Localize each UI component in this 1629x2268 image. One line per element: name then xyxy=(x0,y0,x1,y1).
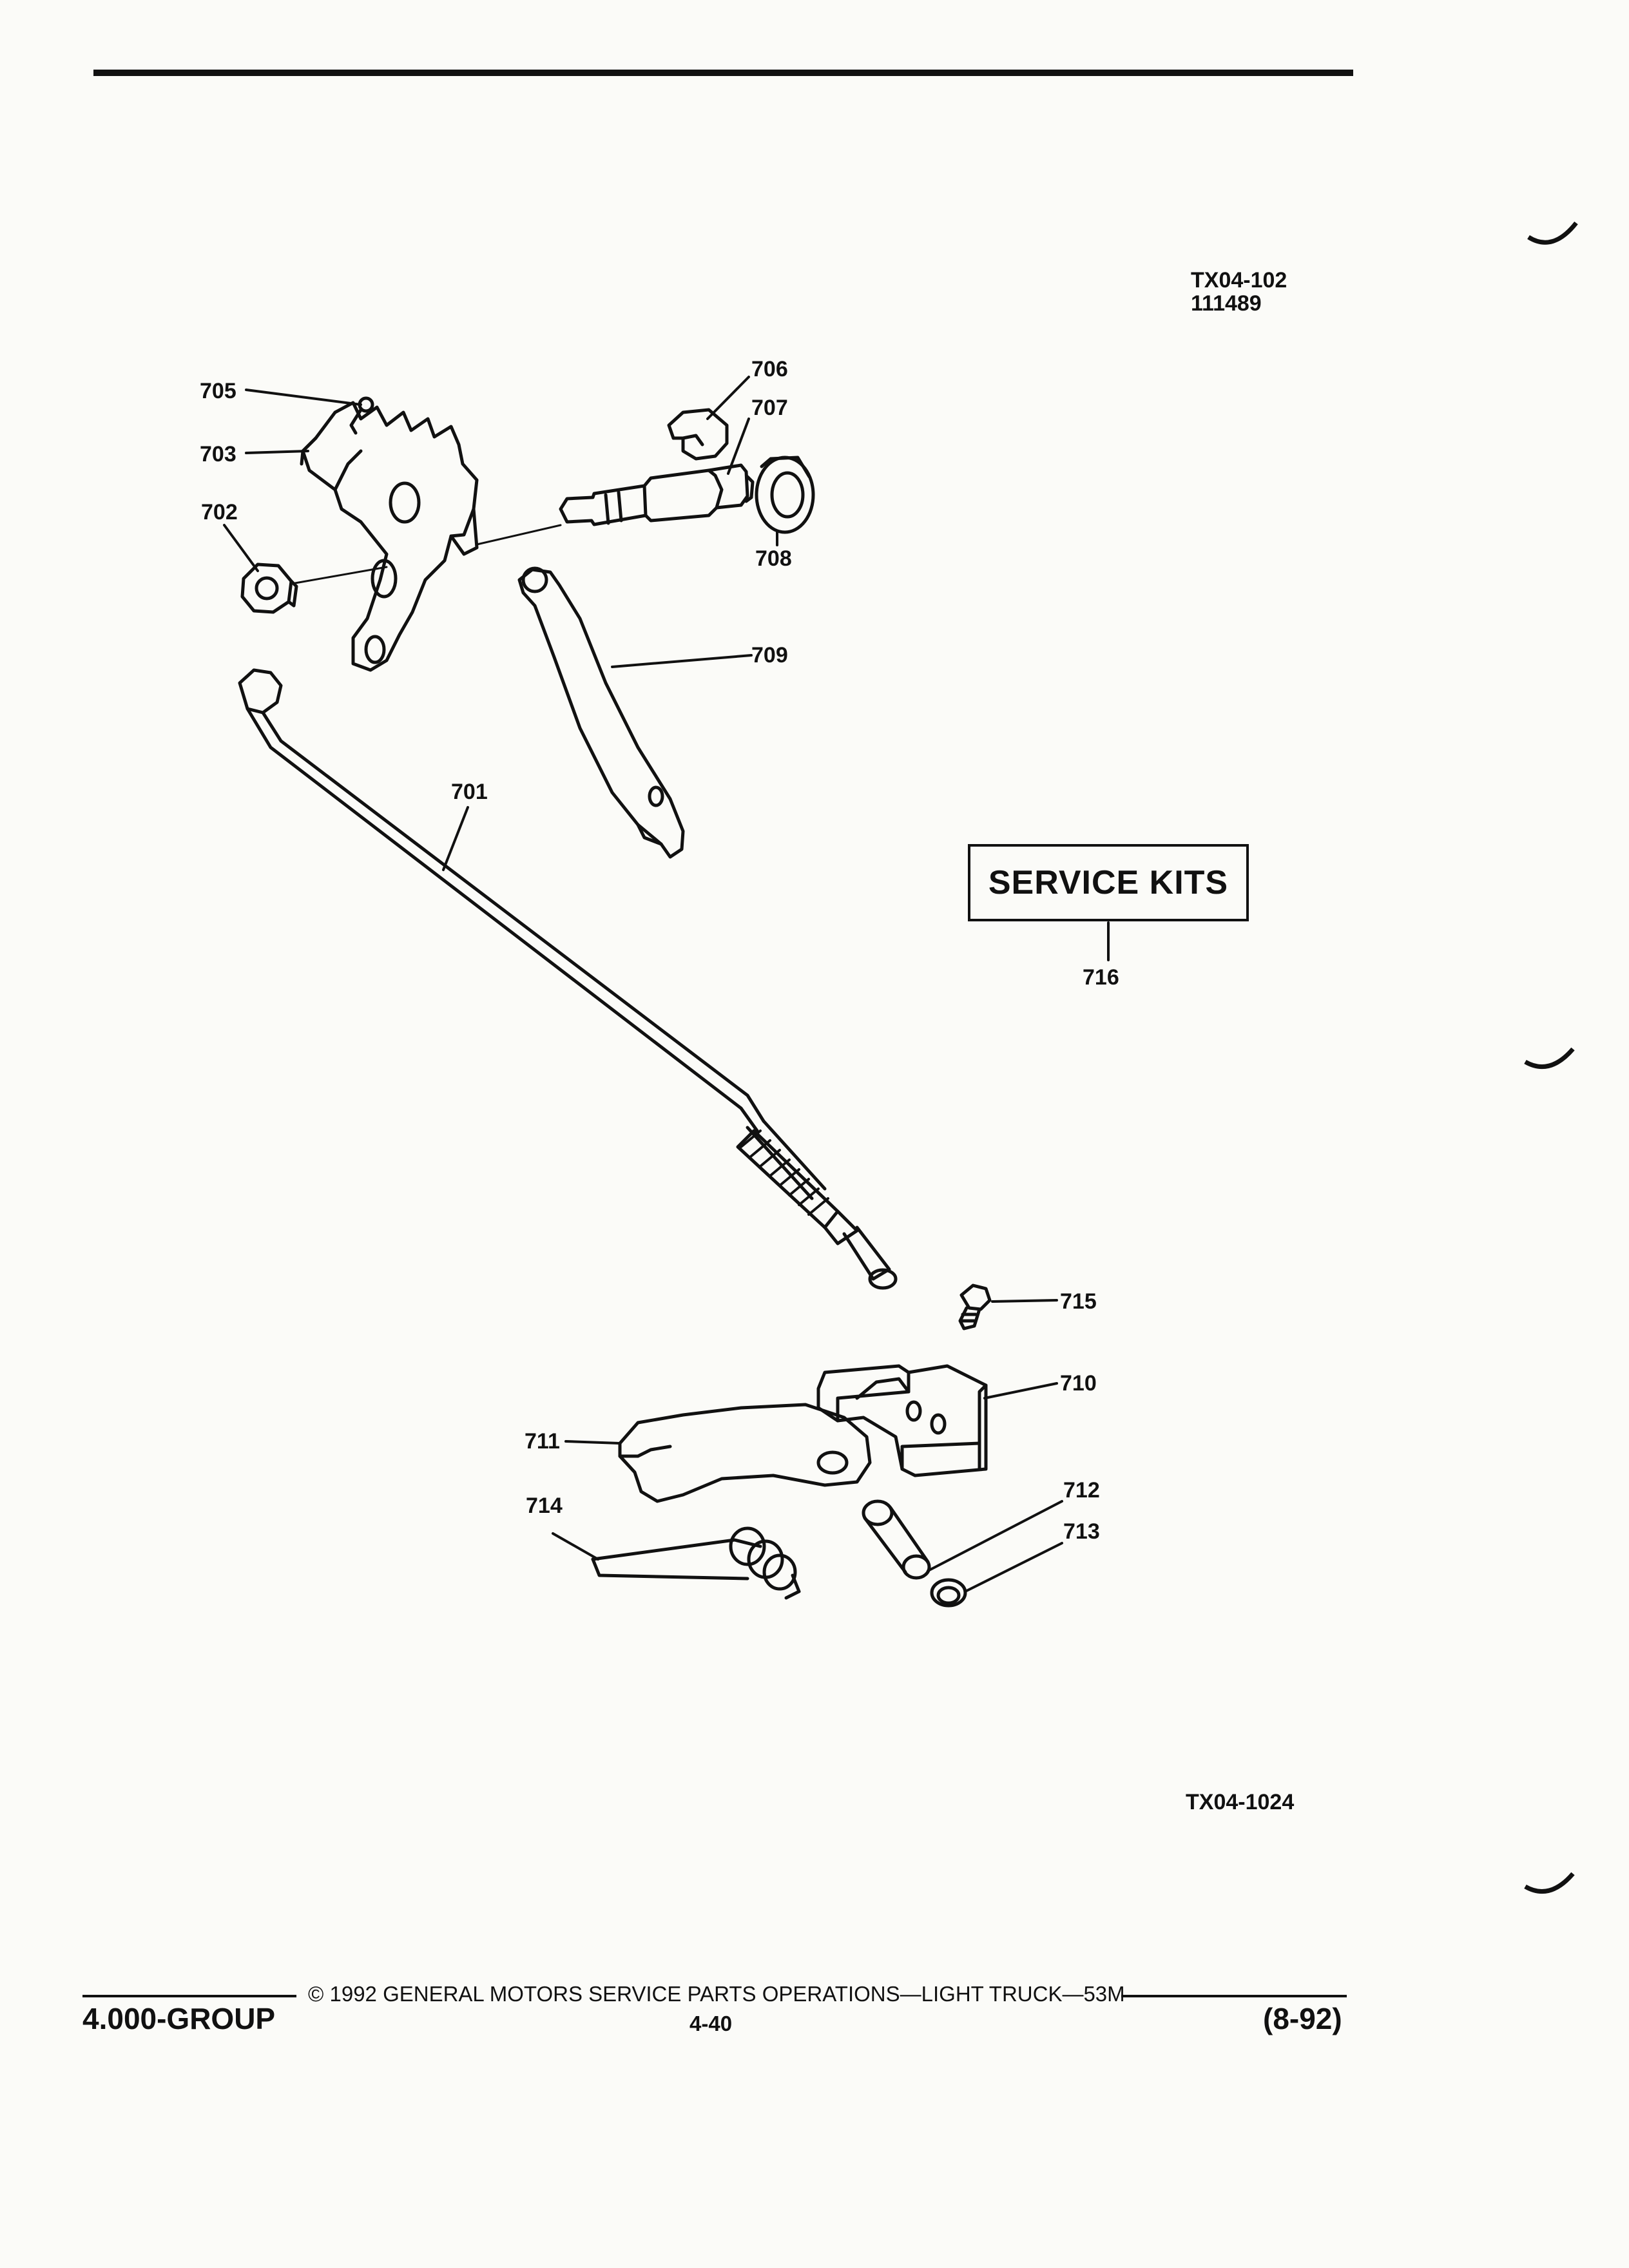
part-712-pin xyxy=(862,1499,931,1580)
margin-mark-bottom xyxy=(1524,1872,1575,1894)
service-kits-box: SERVICE KITS xyxy=(968,844,1249,921)
margin-mark-top xyxy=(1527,221,1578,245)
callout-711: 711 xyxy=(525,1429,560,1454)
part-710-bracket xyxy=(816,1364,988,1477)
footer-rule-right xyxy=(1121,1995,1347,1997)
leader-702 xyxy=(223,524,259,572)
leader-710 xyxy=(983,1382,1058,1399)
service-kits-label: SERVICE KITS xyxy=(988,864,1229,901)
alignment-line-703 xyxy=(476,524,562,546)
leader-715 xyxy=(991,1299,1058,1303)
part-702-nut xyxy=(240,562,298,614)
callout-716: 716 xyxy=(1083,965,1119,990)
leader-703 xyxy=(245,450,309,454)
footer-copyright: © 1992 GENERAL MOTORS SERVICE PARTS OPER… xyxy=(308,1982,1125,2006)
part-711-lever xyxy=(618,1403,872,1503)
footer-page: 4-40 xyxy=(689,2012,733,2035)
callout-701: 701 xyxy=(451,780,488,804)
callout-706: 706 xyxy=(751,357,788,381)
header-code-line2: 111489 xyxy=(1191,291,1262,316)
leader-707 xyxy=(727,418,750,475)
callout-710: 710 xyxy=(1060,1371,1097,1396)
leader-714 xyxy=(552,1532,599,1561)
header-code-line1: TX04-102 xyxy=(1191,268,1287,293)
part-714-spring xyxy=(591,1526,801,1600)
footer-date: (8-92) xyxy=(1263,2002,1342,2035)
leader-701 xyxy=(442,806,469,871)
callout-707: 707 xyxy=(751,396,788,420)
leader-712 xyxy=(927,1500,1063,1572)
callout-714: 714 xyxy=(526,1494,563,1518)
part-708-washer xyxy=(755,456,815,534)
part-703-lever-plate xyxy=(300,401,479,672)
callout-708: 708 xyxy=(755,546,792,571)
leader-706 xyxy=(706,376,750,420)
part-701-rod xyxy=(238,668,898,1290)
callout-715: 715 xyxy=(1060,1289,1097,1314)
leader-711 xyxy=(564,1440,621,1445)
figure-code: TX04-1024 xyxy=(1186,1790,1295,1814)
footer-group: 4.000-GROUP xyxy=(82,2002,276,2035)
footer-rule-left xyxy=(82,1995,296,1997)
leader-705 xyxy=(245,389,362,406)
callout-702: 702 xyxy=(201,500,238,524)
callout-713: 713 xyxy=(1063,1519,1100,1544)
header-code: TX04-102 111489 xyxy=(1191,269,1287,315)
part-706-clip xyxy=(667,408,729,461)
part-713-bushing xyxy=(930,1578,967,1608)
leader-713 xyxy=(964,1542,1063,1593)
callout-712: 712 xyxy=(1063,1478,1100,1503)
callout-709: 709 xyxy=(751,643,788,668)
margin-mark-middle xyxy=(1524,1047,1575,1069)
top-rule xyxy=(93,70,1353,76)
alignment-line-702 xyxy=(294,566,388,584)
leader-709 xyxy=(611,654,753,668)
part-707-shaft xyxy=(559,463,755,526)
callout-703: 703 xyxy=(200,442,236,466)
callout-705: 705 xyxy=(200,379,236,403)
part-709-bracket xyxy=(517,566,685,859)
part-715-bolt xyxy=(958,1283,992,1331)
